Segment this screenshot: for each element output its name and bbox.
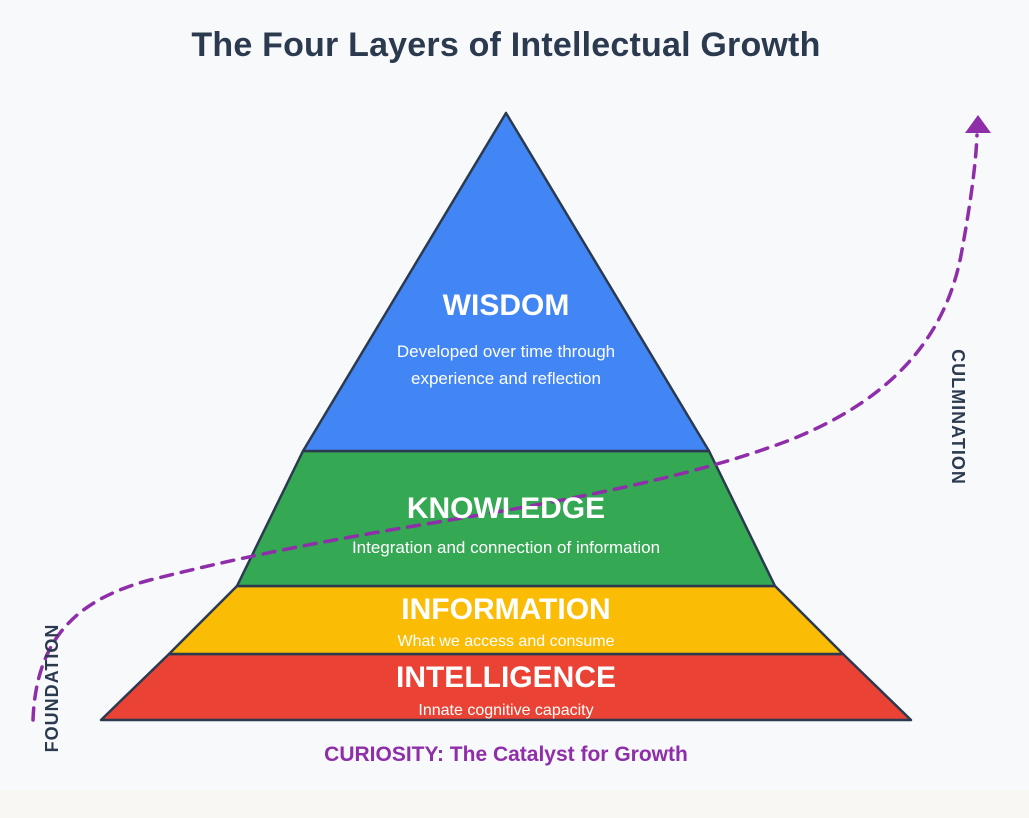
diagram-title: The Four Layers of Intellectual Growth [191,26,821,64]
information-heading: INFORMATION [401,593,610,626]
culmination-label: CULMINATION [948,349,968,485]
wisdom-description-line2: experience and reflection [411,369,601,388]
wisdom-description-line1: Developed over time through [397,342,615,361]
knowledge-heading: KNOWLEDGE [407,492,605,525]
bottom-strip [0,790,1029,818]
catalyst-caption: CURIOSITY: The Catalyst for Growth [324,743,688,766]
knowledge-description: Integration and connection of informatio… [352,538,660,557]
information-description: What we access and consume [398,633,615,650]
wisdom-layer [301,111,711,453]
wisdom-heading: WISDOM [443,289,570,322]
foundation-label: FOUNDATION [42,624,62,753]
growth-arrow-curve [31,133,979,722]
intelligence-description: Innate cognitive capacity [418,702,593,719]
growth-arrow-head-icon [965,115,991,133]
intelligence-heading: INTELLIGENCE [396,661,616,694]
